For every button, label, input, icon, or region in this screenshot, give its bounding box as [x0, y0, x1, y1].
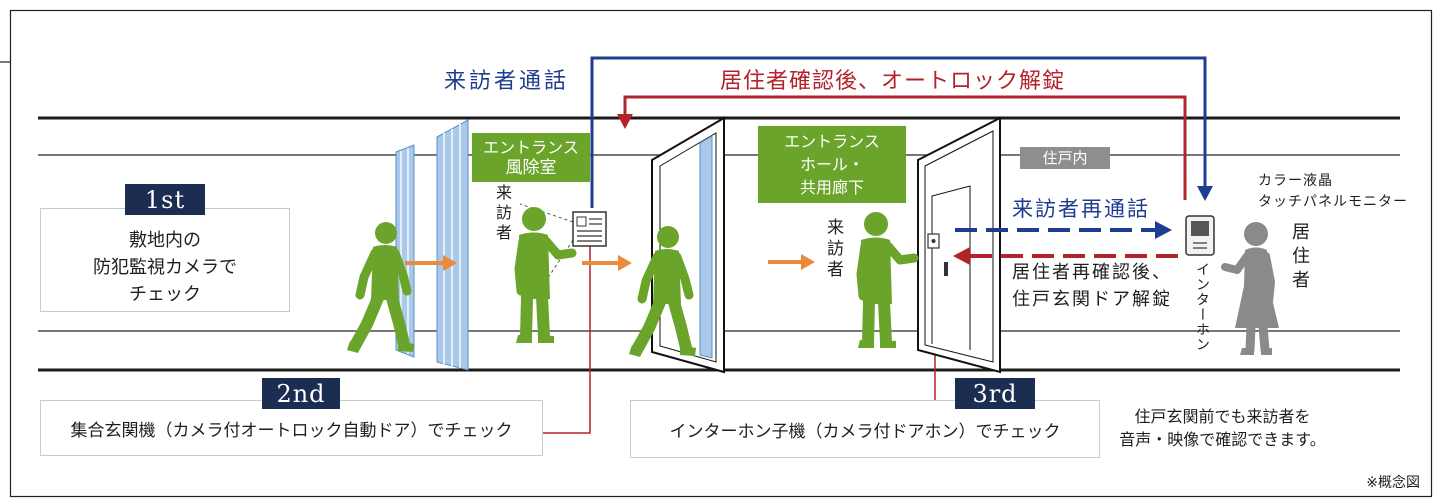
standing-person-icon [856, 212, 919, 348]
step-3-text: インターホン子機（カメラ付ドアホン）でチェック [669, 421, 1061, 442]
visitor-recall-arrow [955, 221, 1172, 239]
zone-hall-line: ホール・ [799, 155, 864, 174]
zone-dwelling: 住戸内 [1020, 147, 1110, 169]
arrow-head-left-icon [953, 247, 970, 265]
resident-reconfirm-arrow [953, 247, 1178, 265]
step-2-badge: 2nd [262, 378, 340, 409]
resident-person-icon [1221, 222, 1279, 355]
door-icon [917, 116, 1001, 374]
visitor-call-label: 来訪者通話 [444, 69, 570, 94]
entrance-intercom-icon [572, 211, 607, 247]
resident-reconfirm-line: 居住者再確認後、 [1012, 262, 1172, 283]
resident-unlock-label: 居住者確認後、オートロック解錠 [720, 69, 1066, 94]
step-1-line: 敷地内の [129, 230, 201, 251]
move-arrow-icon [768, 254, 815, 270]
standing-person-icon [514, 207, 577, 343]
concept-footnote: ※概念図 [1366, 475, 1420, 491]
step-2-box: 集合玄関機（カメラ付オートロック自動ドア）でチェック [40, 400, 543, 456]
door-check-note-line: 音声・映像で確認できます。 [1119, 430, 1326, 449]
monitor-label: カラー液晶 タッチパネルモニター [1258, 171, 1408, 213]
walking-person-icon [347, 222, 414, 353]
zone-vestibule-line: エントランス [483, 137, 579, 157]
resident-label: 居住者 [1289, 222, 1310, 294]
visitor-label: 来訪者 [493, 184, 512, 244]
intercom-label: インターホン [1194, 262, 1210, 352]
arrow-head-right-icon [1155, 221, 1172, 239]
auto-glass-door-icon [395, 119, 469, 371]
step-2-text: 集合玄関機（カメラ付オートロック自動ドア）でチェック [70, 420, 513, 441]
connector-line-2nd [543, 246, 591, 434]
zone-vestibule-line: 風除室 [505, 157, 557, 178]
touch-monitor-icon [1185, 215, 1215, 256]
step-1-badge: 1st [125, 184, 205, 215]
step-1-line: チェック [129, 284, 201, 305]
zone-hall: エントランス ホール・ 共用廊下 [758, 126, 906, 203]
step-3-badge: 3rd [955, 378, 1035, 409]
zone-dwelling-label: 住戸内 [1042, 149, 1088, 167]
arrow-head-down-icon [1197, 186, 1213, 201]
arrow-head-down-icon [617, 114, 633, 129]
zone-hall-line: エントランス [784, 132, 880, 151]
resident-unlock-arrow [617, 95, 1187, 200]
monitor-label-line: タッチパネルモニター [1258, 194, 1408, 210]
resident-reconfirm-label: 居住者再確認後、 住戸玄関ドア解錠 [1012, 259, 1172, 313]
outer-frame [9, 9, 1433, 498]
visitor-call-arrow [590, 56, 1213, 208]
step-3-box: インターホン子機（カメラ付ドアホン）でチェック [630, 400, 1100, 458]
door-handle-icon [944, 262, 948, 276]
resident-reconfirm-line: 住戸玄関ドア解錠 [1012, 289, 1172, 310]
visitor-label: 来訪者 [823, 218, 843, 281]
walking-person-icon [629, 226, 696, 357]
step-1-line: 防犯監視カメラで [93, 257, 237, 278]
monitor-label-line: カラー液晶 [1258, 173, 1333, 189]
door-check-note: 住戸玄関前でも来訪者を 音声・映像で確認できます。 [1105, 405, 1340, 451]
move-arrow-icon [405, 255, 457, 271]
zone-vestibule: エントランス 風除室 [472, 133, 590, 182]
door-check-note-line: 住戸玄関前でも来訪者を [1134, 407, 1311, 426]
zone-hall-line: 共用廊下 [799, 178, 864, 197]
step-1-box: 敷地内の 防犯監視カメラで チェック [40, 208, 290, 312]
move-arrow-icon [582, 255, 632, 271]
visitor-recall-label: 来訪者再通話 [1012, 197, 1150, 221]
